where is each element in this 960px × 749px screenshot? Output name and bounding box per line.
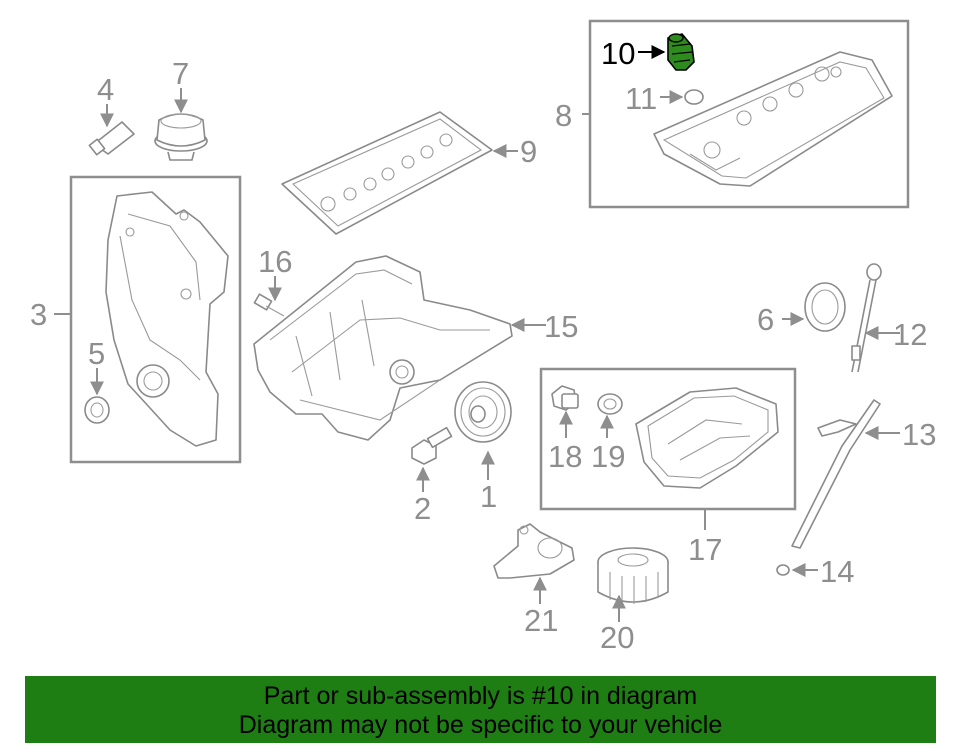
callout-8: 8 bbox=[555, 98, 572, 133]
callout-1: 1 bbox=[480, 479, 497, 514]
banner-line-part-number: Part or sub-assembly is #10 in diagram bbox=[263, 682, 698, 710]
timing-cover-part[interactable] bbox=[105, 191, 229, 447]
callout-10: 10 bbox=[601, 36, 635, 71]
callout-11: 11 bbox=[625, 81, 657, 116]
drain-plug-part[interactable] bbox=[551, 385, 579, 411]
sensor-16-part[interactable] bbox=[253, 293, 285, 317]
banner-line-disclaimer: Diagram may not be specific to your vehi… bbox=[238, 711, 723, 739]
callout-21: 21 bbox=[524, 603, 558, 638]
oil-dipstick-part[interactable] bbox=[851, 263, 882, 373]
callout-14: 14 bbox=[820, 554, 854, 589]
callout-13: 13 bbox=[902, 417, 936, 452]
o-ring-14-part[interactable] bbox=[776, 564, 790, 576]
callout-3: 3 bbox=[30, 297, 47, 332]
callout-2: 2 bbox=[414, 491, 431, 526]
callout-19: 19 bbox=[591, 439, 625, 474]
pcv-valve-part-highlighted[interactable] bbox=[667, 33, 695, 71]
sealant-tube-part[interactable] bbox=[88, 121, 135, 156]
crank-pulley-part[interactable] bbox=[454, 381, 512, 443]
oil-filler-cap-part[interactable] bbox=[154, 113, 208, 161]
group-box-3 bbox=[69, 175, 242, 464]
info-banner: Part or sub-assembly is #10 in diagram D… bbox=[25, 676, 936, 743]
callout-7: 7 bbox=[172, 56, 189, 91]
callout-15: 15 bbox=[544, 309, 578, 344]
o-ring-11-part[interactable] bbox=[684, 89, 704, 105]
valve-cover-gasket-part[interactable] bbox=[281, 111, 493, 235]
valve-cover-part[interactable] bbox=[653, 51, 893, 187]
upper-oil-pan-part[interactable] bbox=[253, 255, 513, 441]
callout-17: 17 bbox=[688, 532, 722, 567]
callout-5: 5 bbox=[88, 336, 105, 371]
callout-20: 20 bbox=[600, 620, 634, 655]
rear-oil-seal-part[interactable] bbox=[804, 282, 846, 332]
oil-filter-part[interactable] bbox=[597, 547, 669, 604]
callout-4: 4 bbox=[97, 72, 114, 107]
lower-oil-pan-part[interactable] bbox=[635, 387, 779, 489]
oil-filter-housing-part[interactable] bbox=[493, 523, 575, 579]
dipstick-tube-part[interactable] bbox=[791, 399, 881, 549]
callout-9: 9 bbox=[520, 134, 537, 169]
group-box-17 bbox=[539, 367, 797, 511]
callout-12: 12 bbox=[893, 317, 927, 352]
callout-6: 6 bbox=[757, 302, 774, 337]
oil-seal-5-part[interactable] bbox=[84, 396, 110, 424]
callout-18: 18 bbox=[548, 439, 582, 474]
crank-bolt-part[interactable] bbox=[411, 426, 453, 465]
callout-16: 16 bbox=[258, 244, 292, 279]
drain-washer-part[interactable] bbox=[597, 393, 623, 415]
